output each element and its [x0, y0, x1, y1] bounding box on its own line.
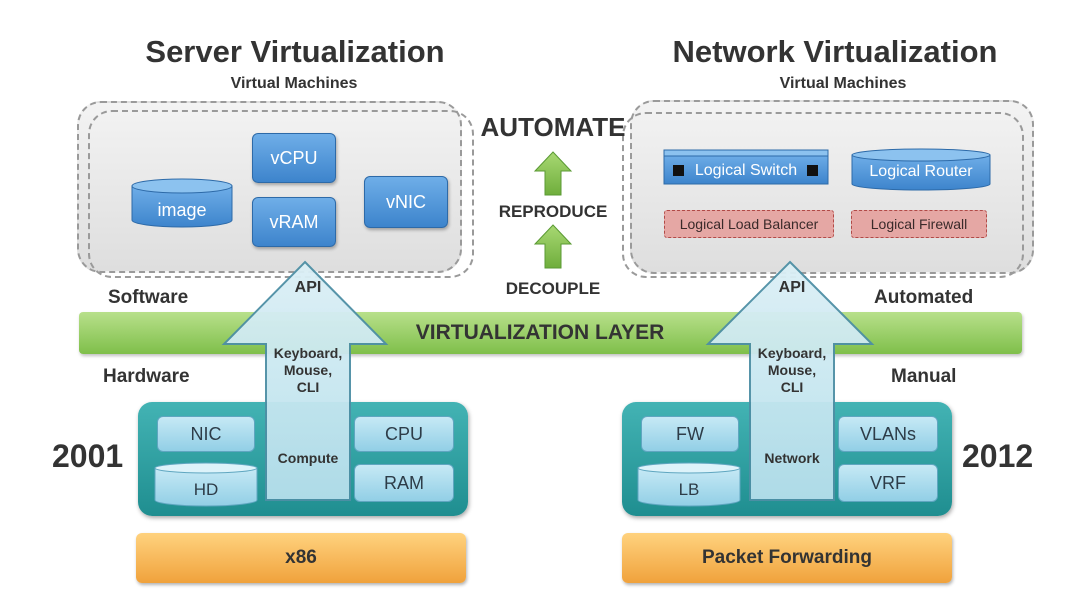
image-label: image: [157, 200, 207, 220]
left-vm-subtitle: Virtual Machines: [230, 75, 358, 92]
vram-box: vRAM: [252, 197, 336, 247]
packet-forwarding-base-box: Packet Forwarding: [622, 533, 952, 583]
year-2001-label: 2001: [52, 438, 124, 474]
fw-box: FW: [641, 416, 739, 452]
manual-label: Manual: [891, 366, 957, 387]
nic-box: NIC: [157, 416, 255, 452]
left-arrow-compute-label: Compute: [277, 450, 339, 466]
right-vm-inner-box: [622, 112, 1024, 278]
hd-label: HD: [193, 480, 219, 499]
logical-switch-box: Logical Switch: [663, 148, 829, 190]
up-arrow-lower-icon: [533, 224, 573, 269]
decouple-label: DECOUPLE: [505, 279, 601, 298]
hd-cylinder: HD: [153, 462, 259, 508]
automate-label: AUTOMATE: [480, 112, 626, 142]
right-arrow-network-label: Network: [764, 450, 820, 466]
ram-box: RAM: [354, 464, 454, 502]
logical-router-shape: [851, 148, 991, 191]
right-arrow-input-label: Keyboard, Mouse, CLI: [757, 345, 827, 395]
cpu-box: CPU: [354, 416, 454, 452]
up-arrow-upper-icon: [533, 151, 573, 196]
image-cylinder: image: [130, 178, 234, 228]
hardware-label: Hardware: [103, 366, 190, 387]
vcpu-box: vCPU: [252, 133, 336, 183]
server-virtualization-title: Server Virtualization: [145, 34, 445, 69]
right-arrow-api-label: API: [778, 279, 806, 296]
automated-label: Automated: [874, 287, 974, 308]
year-2012-label: 2012: [962, 438, 1034, 474]
left-arrow-api-label: API: [294, 279, 322, 296]
vnic-box: vNIC: [364, 176, 448, 228]
lb-label: LB: [678, 480, 700, 499]
vrf-box: VRF: [838, 464, 938, 502]
software-label: Software: [108, 287, 189, 308]
logical-firewall-box: Logical Firewall: [851, 210, 987, 238]
logical-switch-shape: [663, 149, 829, 185]
logical-router-cylinder: Logical Router: [851, 148, 991, 192]
network-virtualization-title: Network Virtualization: [672, 34, 998, 69]
logical-router-label: Logical Router: [869, 163, 973, 180]
image-cylinder-shape: [131, 178, 233, 228]
right-vm-subtitle: Virtual Machines: [779, 75, 907, 92]
virtualization-layer-label: VIRTUALIZATION LAYER: [415, 321, 665, 344]
lb-cylinder: LB: [636, 462, 742, 508]
left-arrow-input-label: Keyboard, Mouse, CLI: [273, 345, 343, 395]
x86-base-box: x86: [136, 533, 466, 583]
logical-switch-label: Logical Switch: [694, 162, 798, 179]
vlans-box: VLANs: [838, 416, 938, 452]
logical-load-balancer-box: Logical Load Balancer: [664, 210, 834, 238]
reproduce-label: REPRODUCE: [498, 202, 608, 221]
